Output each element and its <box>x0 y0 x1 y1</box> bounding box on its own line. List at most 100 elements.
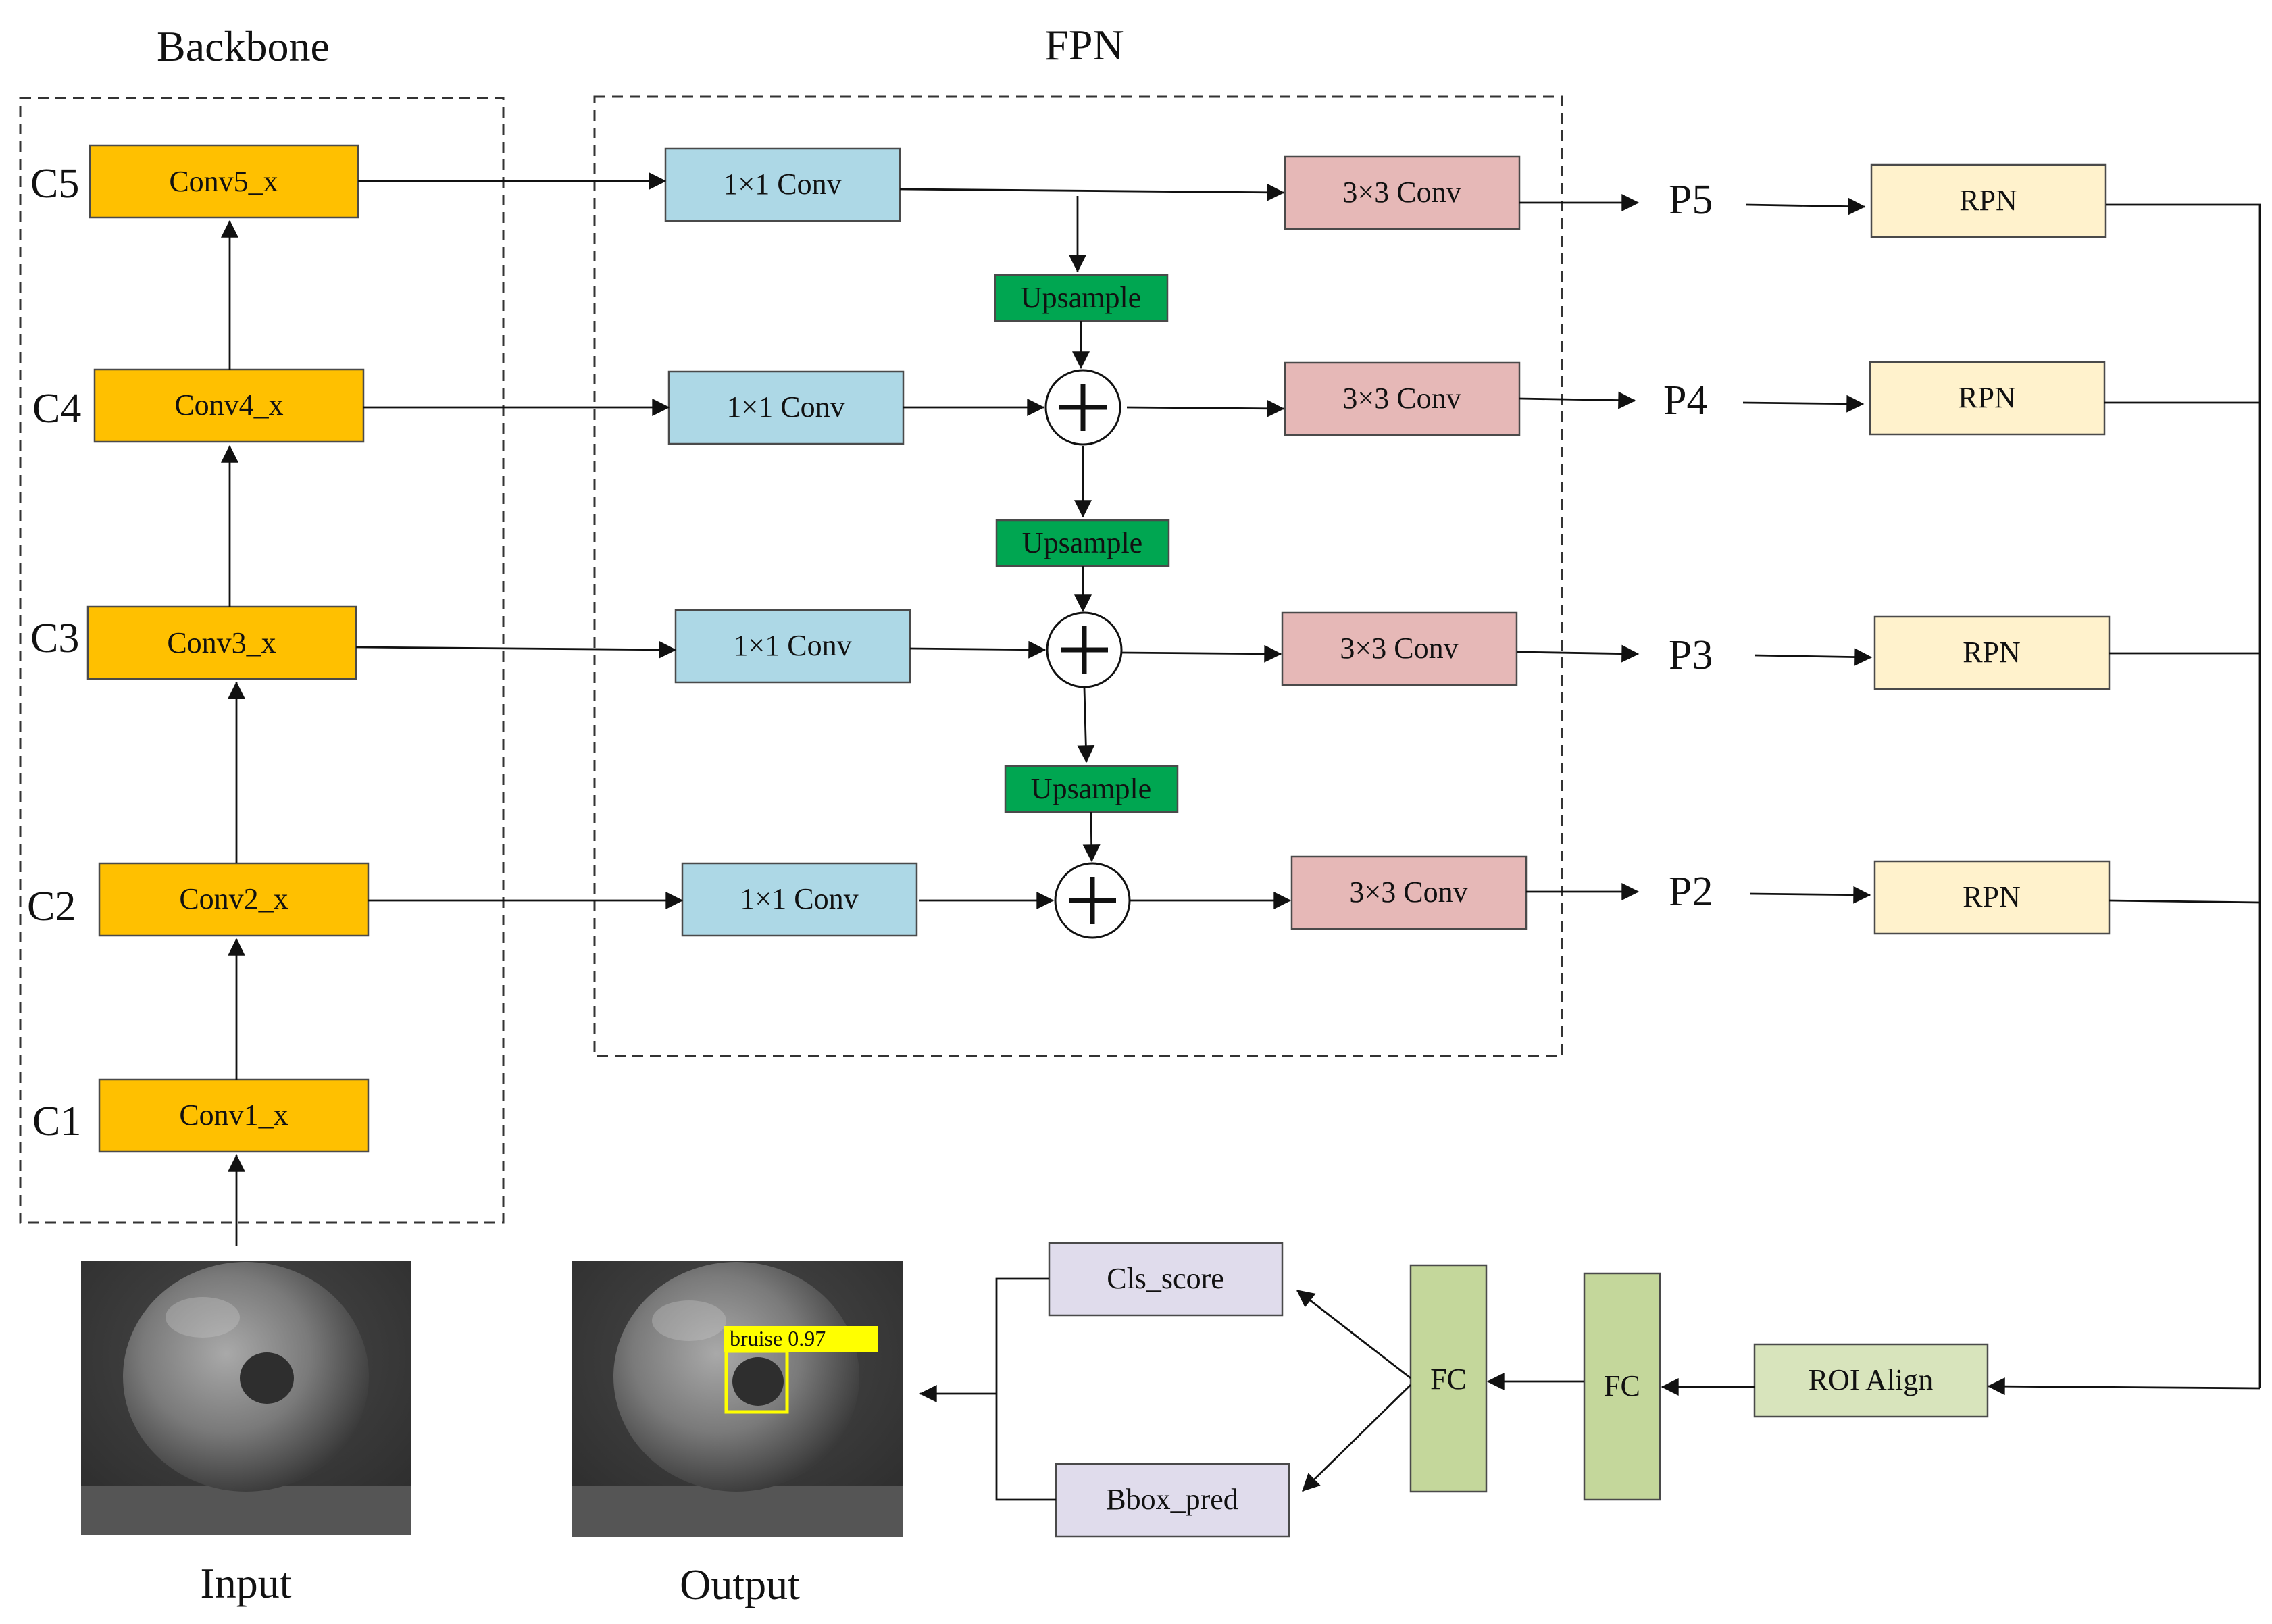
arrow-p3-to-rpn <box>1754 648 1873 666</box>
sum-node-p4 <box>1044 369 1121 446</box>
stage-label-c5: C5 <box>30 161 79 207</box>
output-image-table <box>572 1486 903 1537</box>
conv1-block <box>98 1078 370 1153</box>
bbox-pred-box <box>1055 1463 1290 1538</box>
plus-icon <box>1061 626 1108 674</box>
upsample-3-label: Upsample <box>1031 772 1151 805</box>
pyramid-label-p4: P4 <box>1663 378 1707 424</box>
stage-label-c1: C1 <box>32 1098 81 1144</box>
conv5-label: Conv5_x <box>169 165 278 198</box>
arrow-sum3-to-conv <box>1121 644 1282 663</box>
rpn-collector-p5 <box>2106 203 2261 1388</box>
backbone-stage-c5: C5 Conv5_x <box>30 144 359 219</box>
sum-node-p3 <box>1046 611 1123 688</box>
fc-1: FC <box>1409 1264 1488 1493</box>
lateral-conv-p3: 1×1 Conv <box>674 609 911 684</box>
lateral-conv-p2-label: 1×1 Conv <box>740 882 858 915</box>
input-apple-highlight <box>166 1297 240 1338</box>
conv4-block <box>93 368 365 443</box>
rpn-p2-box <box>1873 860 2111 935</box>
arrow-p4-to-rpn <box>1742 395 1865 413</box>
output-conv-p4-box <box>1284 361 1521 436</box>
stage-label-c4: C4 <box>32 386 81 432</box>
bbox-pred: Bbox_pred <box>1055 1463 1290 1538</box>
conv2-label: Conv2_x <box>179 882 288 915</box>
input-image <box>81 1261 411 1535</box>
fc-2: FC <box>1583 1272 1661 1501</box>
arrow-fc-to-bbox <box>1302 1384 1411 1492</box>
lateral-conv-p4-label: 1×1 Conv <box>726 390 844 424</box>
rpn-p4: RPN <box>1869 361 2106 436</box>
upsample-2: Upsample <box>995 519 1170 567</box>
output-conv-p3-label: 3×3 Conv <box>1340 632 1458 665</box>
backbone-stage-c3: C3 Conv3_x <box>30 605 357 680</box>
conv2-block <box>98 862 370 937</box>
backbone-stage-c2: C2 Conv2_x <box>27 862 370 937</box>
roi-align: ROI Align <box>1753 1343 1989 1418</box>
conv3-label: Conv3_x <box>167 626 276 659</box>
arrow-fc-to-cls <box>1296 1289 1411 1379</box>
fc-2-label: FC <box>1604 1369 1640 1402</box>
arrow-lateral5-to-conv <box>899 183 1285 201</box>
conv4-label: Conv4_x <box>174 388 283 422</box>
detection-label: bruise 0.97 <box>730 1326 826 1350</box>
output-conv-p4: 3×3 Conv <box>1284 361 1521 436</box>
output-image: bruise 0.97 <box>572 1261 903 1537</box>
output-conv-p2-box <box>1290 855 1528 930</box>
fpn-heading: FPN <box>1044 21 1124 69</box>
arrow-collector-to-roi <box>1987 1377 2261 1396</box>
arrow-c3-to-lateral <box>355 640 677 659</box>
cls-score-label: Cls_score <box>1107 1262 1224 1295</box>
plus-icon <box>1069 877 1116 924</box>
roi-align-label: ROI Align <box>1809 1363 1934 1396</box>
rpn-collector-p2 <box>2109 899 2261 904</box>
output-conv-p2: 3×3 Conv <box>1290 855 1528 930</box>
rpn-p3-box <box>1873 615 2111 690</box>
fpn-frame <box>593 95 1563 1057</box>
backbone-stage-c1: C1 Conv1_x <box>32 1078 370 1153</box>
conv5-block <box>89 144 359 219</box>
upsample-2-box <box>995 519 1170 567</box>
rpn-p3: RPN <box>1873 615 2111 690</box>
arrow-conv-to-p4 <box>1519 391 1636 409</box>
arrow-conv-to-p3 <box>1516 644 1640 663</box>
lateral-conv-p2: 1×1 Conv <box>681 862 918 937</box>
input-apple-bruise <box>240 1352 294 1404</box>
rpn-p5: RPN <box>1870 163 2107 238</box>
detection-label-bg <box>724 1326 878 1352</box>
upsample-3: Upsample <box>1004 765 1179 813</box>
arrow-p5-to-rpn <box>1746 197 1866 215</box>
upsample-1: Upsample <box>994 274 1169 322</box>
lateral-conv-p5: 1×1 Conv <box>664 147 901 222</box>
input-caption: Input <box>200 1559 291 1607</box>
rpn-p2: RPN <box>1873 860 2111 935</box>
output-caption: Output <box>680 1560 800 1608</box>
rpn-p5-label: RPN <box>1959 184 2017 217</box>
arrow-sum4-to-conv <box>1126 399 1285 417</box>
bbox-pred-label: Bbox_pred <box>1106 1483 1238 1516</box>
conv3-block <box>86 605 357 680</box>
arrow-upsample3-to-sum <box>1082 811 1101 863</box>
rpn-p5-box <box>1870 163 2107 238</box>
output-conv-p5-box <box>1284 155 1521 230</box>
rpn-p3-label: RPN <box>1963 636 2021 669</box>
backbone-stage-c4: C4 Conv4_x <box>32 368 365 443</box>
lateral-conv-p2-box <box>681 862 918 937</box>
cls-score: Cls_score <box>1048 1242 1284 1317</box>
upsample-3-box <box>1004 765 1179 813</box>
backbone-frame <box>19 97 505 1224</box>
arrow-lateral3-to-sum <box>909 640 1046 659</box>
upsample-1-box <box>994 274 1169 322</box>
output-conv-p5-label: 3×3 Conv <box>1342 176 1461 209</box>
lateral-conv-p5-label: 1×1 Conv <box>723 168 841 201</box>
fc-1-label: FC <box>1430 1363 1467 1396</box>
lateral-conv-p5-box <box>664 147 901 222</box>
lateral-conv-p4: 1×1 Conv <box>667 370 905 445</box>
rpn-p2-label: RPN <box>1963 880 2021 913</box>
pyramid-label-p5: P5 <box>1669 177 1713 223</box>
output-conv-p4-label: 3×3 Conv <box>1342 382 1461 415</box>
plus-icon <box>1059 384 1107 431</box>
output-conv-p3: 3×3 Conv <box>1281 611 1518 686</box>
output-conv-p5: 3×3 Conv <box>1284 155 1521 230</box>
sum-node-p2 <box>1054 862 1131 939</box>
